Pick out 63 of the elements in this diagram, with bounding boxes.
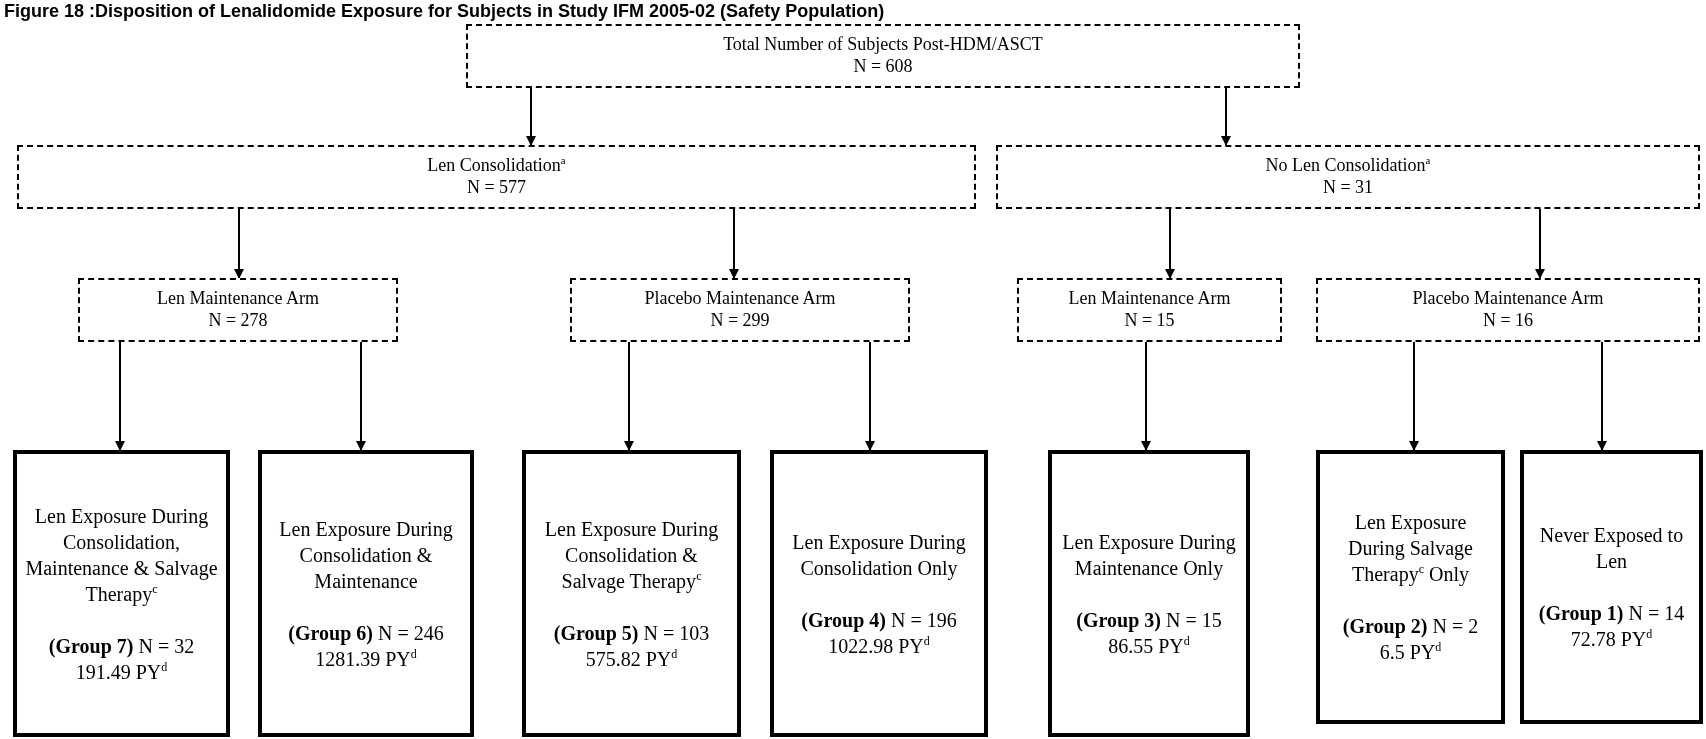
box-text: (Group 2) N = 2: [1342, 614, 1479, 639]
box-heading: Len Exposure During Consolidation & Salvage Therapy$^{c}$: [543, 516, 720, 594]
box-heading: Len Exposure During Maintenance Only: [1061, 529, 1237, 581]
box-heading: Len Consolidation$^{a}$: [427, 155, 566, 177]
box-heading: Len Exposure During Consolidation & Maintenance: [278, 516, 454, 594]
box-heading: Len Exposure During Salvage Therapy$^{c}$ Only: [1347, 510, 1474, 587]
box-text: N = 16: [1482, 310, 1534, 332]
box-heading: Placebo Maintenance Arm: [644, 288, 836, 310]
box-text: 1281.39 PY$^{d}$: [315, 645, 417, 672]
arrow: [234, 208, 244, 279]
process-box: [78, 278, 398, 342]
arrow: [865, 341, 875, 451]
process-box: [466, 24, 1300, 88]
group-box: [258, 450, 474, 737]
process-box: [1316, 278, 1700, 342]
box-text: 191.49 PY$^{d}$: [75, 658, 168, 685]
box-text: N = 31: [1322, 177, 1374, 199]
box-text: 1022.98 PY$^{d}$: [828, 632, 930, 659]
box-text: N = 299: [710, 310, 770, 332]
process-box: [1017, 278, 1282, 342]
arrow: [1535, 208, 1545, 279]
arrow: [1597, 341, 1607, 451]
arrow: [1165, 208, 1175, 279]
process-box: [570, 278, 910, 342]
box-text: (Group 4) N = 196: [801, 607, 957, 633]
figure-title: Figure 18 :Disposition of Lenalidomide Exposure for Subjects in Study IFM 2005-02 (Safety Population): [4, 1, 885, 22]
box-text: (Group 6) N = 246: [288, 620, 444, 646]
box-heading: Placebo Maintenance Arm: [1412, 288, 1604, 310]
box-heading: No Len Consolidation$^{a}$: [1265, 155, 1431, 177]
group-box: [13, 450, 230, 737]
box-text: N = 608: [853, 56, 913, 78]
box-text: (Group 1) N = 14: [1538, 601, 1685, 626]
box-heading: Total Number of Subjects Post-HDM/ASCT: [723, 34, 1043, 56]
box-heading: Len Maintenance Arm: [157, 288, 319, 310]
box-heading: Len Exposure During Consolidation Only: [791, 529, 967, 581]
group-box: [522, 450, 741, 737]
box-text: 72.78 PY$^{d}$: [1570, 626, 1653, 652]
arrow: [115, 341, 125, 451]
box-text: (Group 7) N = 32: [48, 633, 195, 659]
arrow: [526, 87, 536, 146]
box-text: 575.82 PY$^{d}$: [585, 645, 678, 672]
arrow: [729, 208, 739, 279]
box-heading: Len Exposure During Consolidation, Maintenance & Salvage Therapy$^{c}$: [24, 503, 219, 607]
arrow: [624, 341, 634, 451]
group-box: [1316, 450, 1505, 724]
arrow: [356, 341, 366, 451]
group-box: [770, 450, 988, 737]
arrow: [1221, 87, 1231, 146]
arrow: [1141, 341, 1151, 451]
group-box: [1048, 450, 1250, 737]
box-text: (Group 3) N = 15: [1076, 607, 1222, 633]
box-text: (Group 5) N = 103: [553, 620, 710, 646]
arrow: [1409, 341, 1419, 451]
box-text: 86.55 PY$^{d}$: [1108, 632, 1190, 659]
box-text: N = 15: [1124, 310, 1175, 332]
box-heading: Never Exposed to Len: [1538, 523, 1685, 574]
box-text: 6.5 PY$^{d}$: [1379, 639, 1442, 665]
process-box: [17, 145, 976, 209]
box-text: N = 577: [466, 177, 527, 199]
process-box: [996, 145, 1700, 209]
group-box: [1520, 450, 1703, 724]
box-text: N = 278: [208, 310, 268, 332]
box-heading: Len Maintenance Arm: [1068, 288, 1231, 310]
